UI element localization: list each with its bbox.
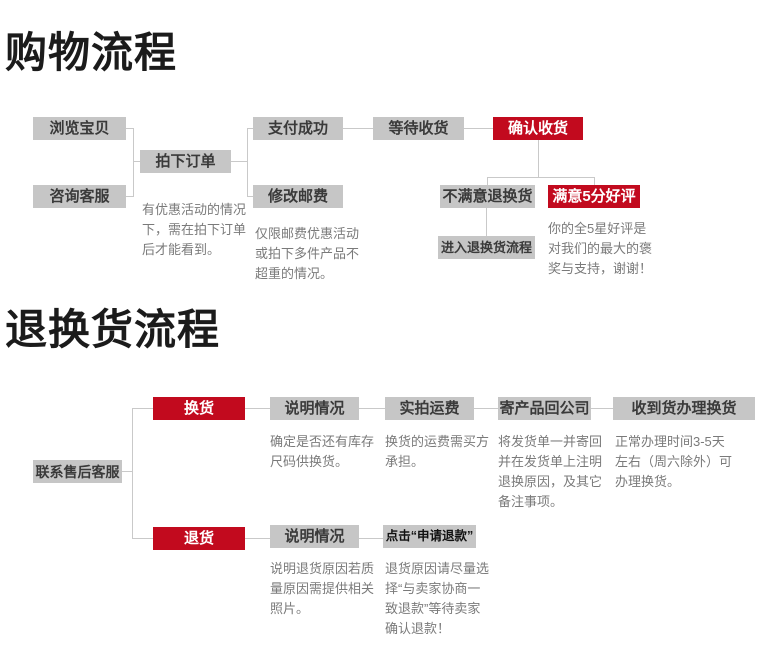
connector bbox=[538, 140, 539, 177]
returns-section-title: 退换货流程 bbox=[5, 306, 221, 353]
node-exchange: 换货 bbox=[153, 397, 245, 420]
note-click-apply-refund: 退货原因请尽量选 择“与卖家协商一 致退款”等待卖家 确认退款！ bbox=[385, 561, 490, 636]
connector bbox=[126, 196, 133, 197]
node-satisfied-praise: 满意5分好评 bbox=[548, 185, 640, 208]
connector bbox=[133, 161, 140, 162]
connector bbox=[247, 196, 253, 197]
node-click-apply-refund: 点击“申请退款” bbox=[383, 525, 476, 548]
note-actual-shipping: 换货的运费需买方 承担。 bbox=[385, 434, 490, 469]
node-process-exchange: 收到货办理换货 bbox=[613, 397, 755, 420]
shopping-section-title: 购物流程 bbox=[5, 29, 178, 76]
node-consult-service: 咨询客服 bbox=[33, 185, 126, 208]
node-unsatisfied-return: 不满意退换货 bbox=[440, 185, 535, 208]
connector bbox=[132, 408, 133, 538]
connector bbox=[343, 128, 373, 129]
node-browse-items: 浏览宝贝 bbox=[33, 117, 126, 140]
connector bbox=[133, 128, 134, 197]
node-enter-return-flow: 进入退换货流程 bbox=[438, 236, 535, 259]
connector bbox=[359, 538, 383, 539]
connector bbox=[487, 177, 594, 178]
connector bbox=[464, 128, 493, 129]
note-process-exchange: 正常办理时间3-5天 左右（周六除外）可 办理换货。 bbox=[615, 434, 733, 489]
connector bbox=[486, 208, 487, 236]
connector bbox=[132, 408, 153, 409]
note-place-order: 有优惠活动的情况 下，需在拍下订单 后才能看到。 bbox=[142, 202, 247, 257]
connector bbox=[359, 408, 385, 409]
node-explain-refund: 说明情况 bbox=[270, 525, 359, 548]
node-place-order: 拍下订单 bbox=[140, 150, 231, 173]
node-payment-success: 支付成功 bbox=[253, 117, 343, 140]
node-modify-postage: 修改邮费 bbox=[253, 185, 343, 208]
connector bbox=[231, 161, 247, 162]
node-send-back: 寄产品回公司 bbox=[498, 397, 591, 420]
node-explain-exchange: 说明情况 bbox=[270, 397, 359, 420]
connector bbox=[487, 177, 488, 185]
connector bbox=[245, 538, 270, 539]
connector bbox=[591, 408, 613, 409]
note-modify-postage: 仅限邮费优惠活动 或拍下多件产品不 超重的情况。 bbox=[255, 226, 360, 281]
connector bbox=[245, 408, 270, 409]
note-send-back: 将发货单一并寄回 并在发货单上注明 退换原因，及其它 备注事项。 bbox=[498, 434, 603, 509]
connector bbox=[122, 471, 132, 472]
node-wait-delivery: 等待收货 bbox=[373, 117, 464, 140]
note-explain-refund: 说明退货原因若质 量原因需提供相关 照片。 bbox=[270, 561, 375, 616]
connector bbox=[247, 128, 248, 197]
connector bbox=[126, 128, 133, 129]
connector bbox=[247, 128, 253, 129]
node-refund: 退货 bbox=[153, 527, 245, 550]
node-confirm-receipt: 确认收货 bbox=[493, 117, 583, 140]
connector bbox=[474, 408, 498, 409]
node-actual-shipping: 实拍运费 bbox=[385, 397, 474, 420]
note-explain-exchange: 确定是否还有库存 尺码供换货。 bbox=[270, 434, 375, 469]
note-praise: 你的全5星好评是 对我们的最大的褒 奖与支持，谢谢！ bbox=[548, 221, 653, 276]
connector bbox=[132, 538, 153, 539]
connector bbox=[594, 177, 595, 185]
node-contact-aftersales: 联系售后客服 bbox=[33, 460, 122, 483]
